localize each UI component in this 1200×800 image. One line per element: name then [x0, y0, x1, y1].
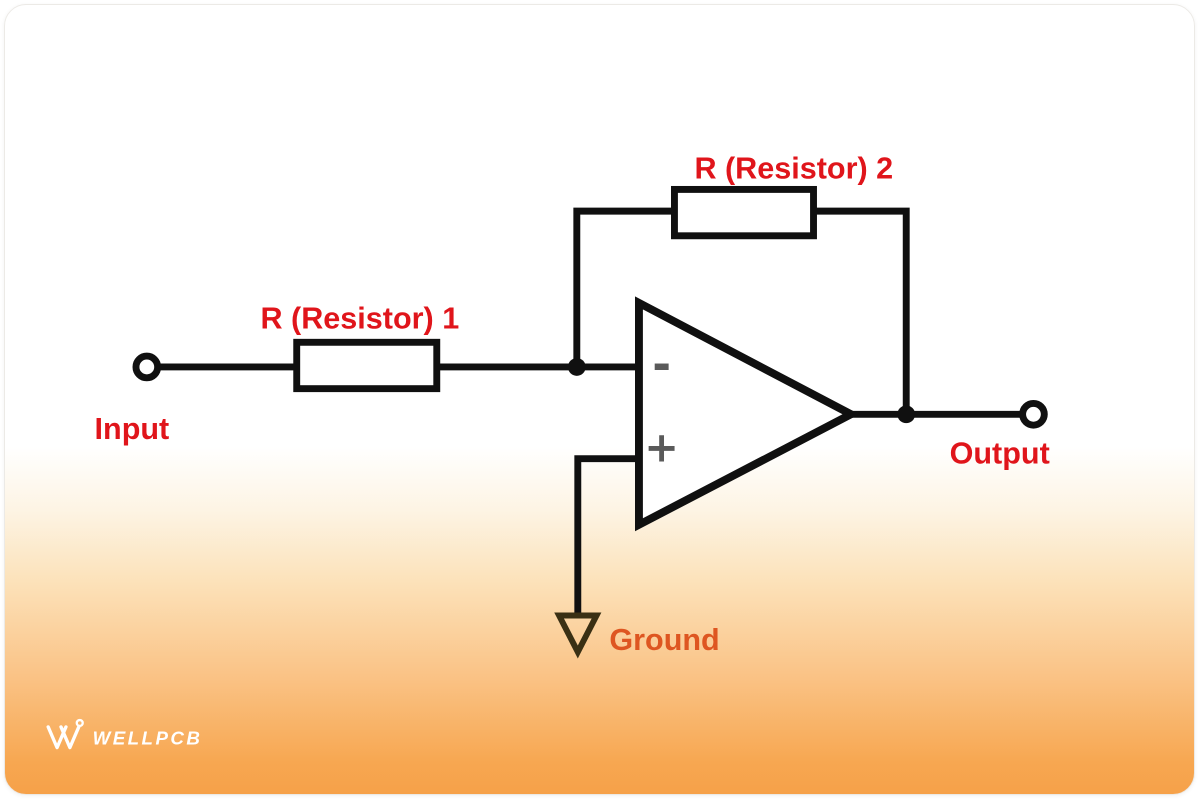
- brand-name: WELLPCB: [93, 728, 203, 749]
- junction-dot-output: [897, 405, 916, 424]
- opamp-inverting-sign: -: [652, 338, 671, 391]
- resistor2-body: [671, 185, 817, 240]
- op-amp-circuit-diagram: - + R (Resistor) 1 R (Resistor) 2 Input …: [46, 152, 1050, 750]
- input-terminal: [132, 352, 162, 382]
- opamp-triangle: [635, 296, 860, 532]
- junction-dot-inverting: [567, 358, 586, 376]
- logo-right-v: [59, 725, 81, 750]
- resistor1-body: [293, 338, 441, 393]
- ground-label: Ground: [609, 623, 719, 657]
- wire-feedback-left: [573, 207, 676, 367]
- output-terminal: [1019, 399, 1048, 429]
- wires-group: [157, 207, 1024, 614]
- wire-feedback-right: [812, 207, 910, 415]
- brand-logo: WELLPCB: [46, 718, 203, 750]
- output-label: Output: [950, 437, 1050, 471]
- ground-symbol: [554, 612, 602, 659]
- logo-dot: [75, 718, 84, 728]
- wellpcb-logo-icon: [46, 718, 84, 750]
- resistor2-label: R (Resistor) 2: [694, 152, 893, 186]
- opamp-noninverting-sign: +: [644, 424, 679, 472]
- input-label: Input: [95, 412, 170, 446]
- diagram-card: - + R (Resistor) 1 R (Resistor) 2 Input …: [4, 4, 1195, 795]
- resistor1-label: R (Resistor) 1: [260, 301, 459, 335]
- wire-noninverting-to-ground: [574, 455, 639, 614]
